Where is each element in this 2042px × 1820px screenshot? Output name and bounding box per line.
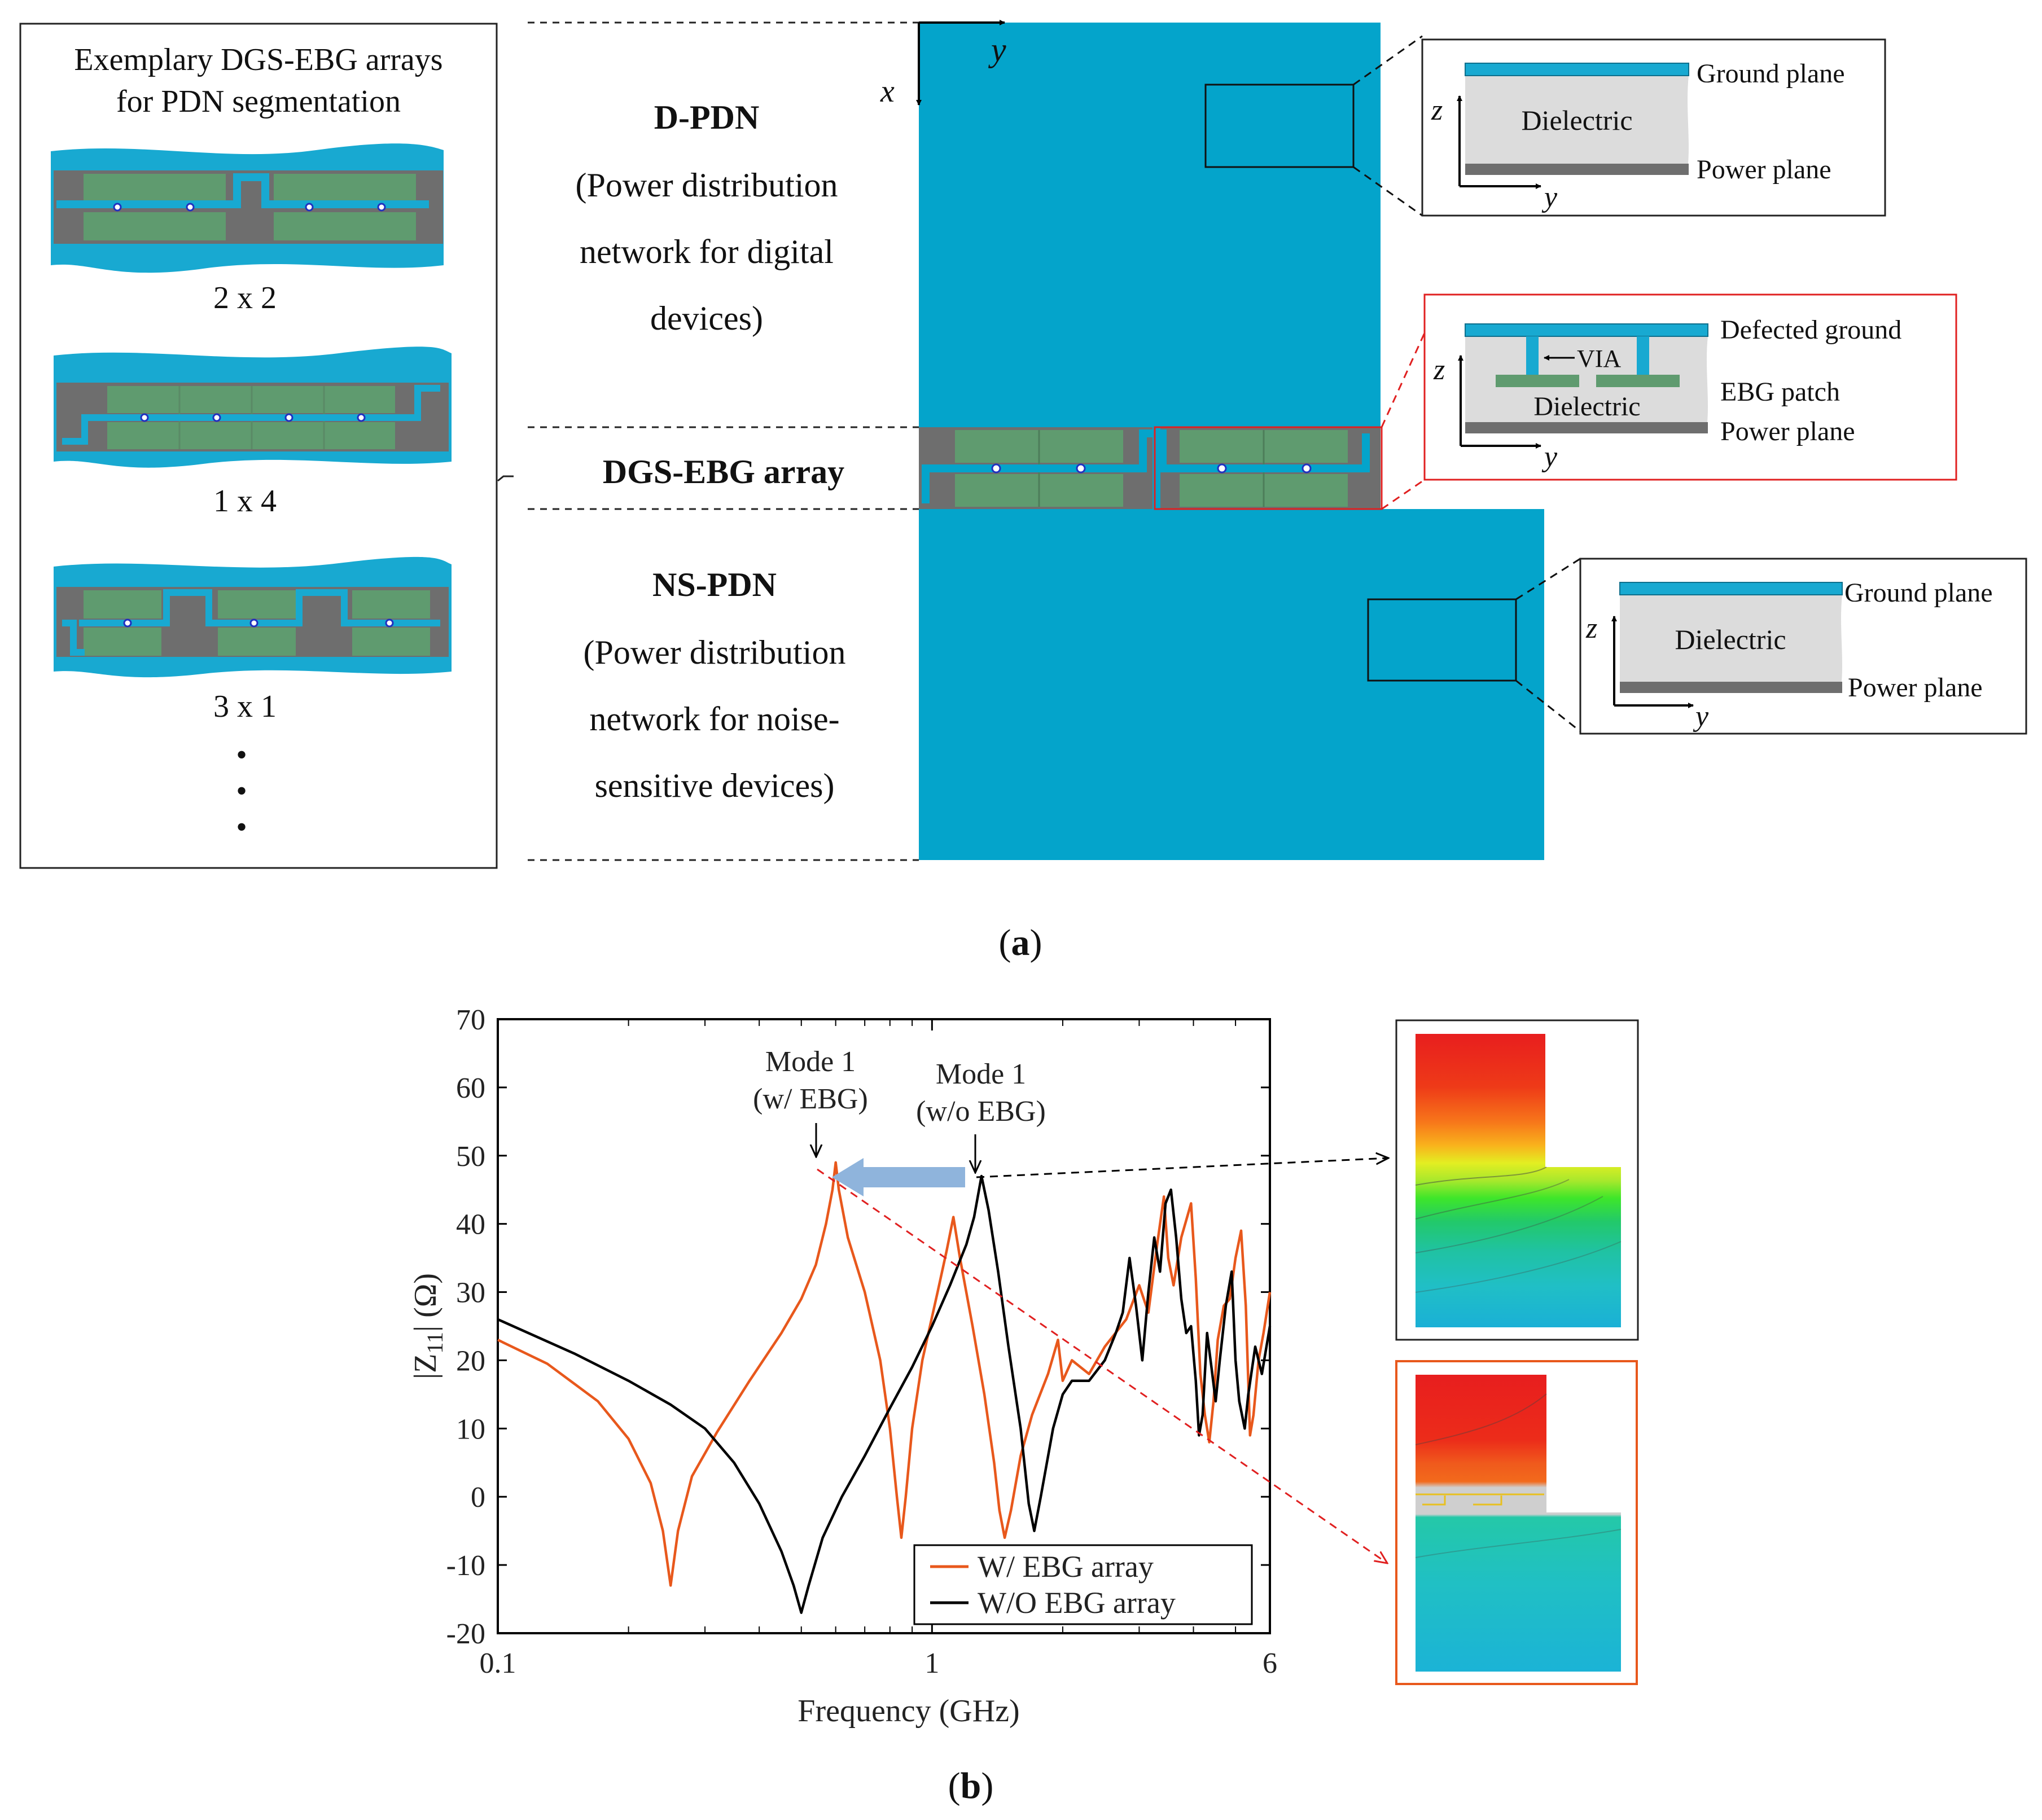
series-line-with-ebg	[497, 1161, 1272, 1587]
region-separators	[528, 21, 919, 861]
dpdn-desc-3: devices)	[650, 300, 763, 337]
series-layer	[497, 1161, 1272, 1614]
caption-b: (b)	[948, 1765, 994, 1806]
inset-bottom-z: z	[1585, 612, 1597, 644]
y-tick-label: 10	[456, 1413, 485, 1445]
field-plot-top	[1395, 1019, 1639, 1341]
inset-bottom-ground: Ground plane	[1844, 578, 1993, 608]
inset-bottom-y: y	[1693, 700, 1709, 733]
y-axis-label: |Z11| (Ω)	[408, 1273, 448, 1379]
y-tick-label: 40	[456, 1209, 485, 1241]
inset-middle-patch: EBG patch	[1720, 377, 1840, 407]
x-ticks: 0.1 1 6	[480, 1019, 1277, 1679]
more-dot-3: •	[236, 810, 247, 845]
series-line-without-ebg	[497, 1174, 1272, 1614]
example-strip-1x4	[54, 347, 452, 468]
dgs-ebg-title: DGS-EBG array	[603, 453, 844, 490]
x-tick-label: 0.1	[480, 1647, 516, 1679]
pdn-board	[919, 23, 1544, 860]
annot-mode1-noebg-line2: (w/o EBG)	[916, 1095, 1046, 1128]
y-tick-label: 30	[456, 1277, 485, 1309]
inset-top-dielectric: Dielectric	[1521, 104, 1632, 136]
y-tick-label: -20	[446, 1618, 485, 1650]
caption-a: (a)	[999, 922, 1042, 963]
example-label-3x1: 3 x 1	[213, 689, 277, 724]
nspdn-desc-2: network for noise-	[589, 700, 839, 738]
leader-to-field-bottom	[817, 1168, 1387, 1563]
legend: W/ EBG array W/O EBG array	[913, 1544, 1253, 1625]
nspdn-title: NS-PDN	[652, 566, 777, 603]
annot-mode1-noebg-line1: Mode 1	[936, 1058, 1026, 1090]
example-strip-2x2	[51, 143, 444, 273]
inset-middle-dielectric: Dielectric	[1533, 392, 1640, 422]
shift-arrow	[832, 1158, 965, 1196]
x-tick-label: 6	[1263, 1647, 1277, 1679]
legend-label-ebg: W/ EBG array	[978, 1550, 1154, 1584]
x-axis-label: Frequency (GHz)	[797, 1694, 1019, 1729]
inset-top-y: y	[1541, 181, 1558, 213]
nspdn-desc-1: (Power distribution	[584, 634, 846, 671]
y-tick-label: 50	[456, 1141, 485, 1173]
plot-frame	[497, 1018, 1271, 1634]
x-tick-label: 1	[924, 1647, 939, 1679]
axis-label-y: y	[988, 31, 1006, 68]
inset-top-z: z	[1431, 94, 1443, 126]
example-label-2x2: 2 x 2	[213, 280, 277, 315]
example-label-1x4: 1 x 4	[213, 484, 277, 519]
examples-title-line2: for PDN segmentation	[116, 84, 401, 119]
axis-label-x: x	[880, 74, 895, 109]
inset-middle-via: VIA	[1577, 345, 1621, 372]
inset-middle-z: z	[1433, 354, 1445, 386]
example-strip-3x1	[54, 556, 452, 678]
inset-top: Dielectric Ground plane Power plane z y	[1421, 38, 1886, 217]
y-tick-label: 60	[456, 1072, 485, 1104]
dpdn-title: D-PDN	[654, 99, 760, 136]
brace-connector	[497, 475, 514, 482]
examples-title-line1: Exemplary DGS-EBG arrays	[74, 42, 442, 77]
inset-middle: VIA Dielectric Defected ground EBG patch…	[1423, 293, 1957, 481]
inset-bottom: Dielectric Ground plane Power plane z y	[1579, 558, 2027, 735]
y-tick-label: -10	[446, 1550, 485, 1582]
legend-label-noebg: W/O EBG array	[978, 1586, 1176, 1620]
inset-middle-power: Power plane	[1720, 416, 1855, 446]
more-dot-2: •	[236, 774, 247, 809]
nspdn-desc-3: sensitive devices)	[595, 767, 835, 804]
examples-box: Exemplary DGS-EBG arrays for PDN segment…	[19, 23, 498, 869]
annot-mode1-ebg-line1: Mode 1	[765, 1046, 856, 1078]
inset-bottom-dielectric: Dielectric	[1675, 624, 1786, 655]
annot-mode1-ebg-line2: (w/ EBG)	[753, 1083, 868, 1115]
dpdn-desc-2: network for digital	[580, 233, 834, 270]
y-tick-label: 20	[456, 1345, 485, 1377]
board-axes: y x	[880, 20, 1006, 109]
y-ticks: -20 -10 0 10 20 30 40 50 60 70	[446, 1004, 1270, 1650]
y-tick-label: 0	[471, 1481, 485, 1514]
field-plot-bottom	[1395, 1360, 1638, 1685]
inset-top-power: Power plane	[1697, 155, 1831, 185]
dpdn-desc-1: (Power distribution	[576, 166, 838, 204]
inset-top-ground: Ground plane	[1697, 59, 1845, 89]
inset-middle-ground: Defected ground	[1720, 315, 1901, 345]
more-dot-1: •	[236, 738, 247, 773]
zoom-leaders	[1353, 35, 1581, 733]
impedance-chart: -20 -10 0 10 20 30 40 50 60 70 0.1 1 6 Frequency (G…	[408, 1004, 1388, 1729]
inset-bottom-power: Power plane	[1848, 673, 1983, 703]
y-tick-label: 70	[456, 1004, 485, 1036]
leader-to-field-top	[976, 1158, 1388, 1178]
inset-middle-y: y	[1541, 441, 1558, 473]
